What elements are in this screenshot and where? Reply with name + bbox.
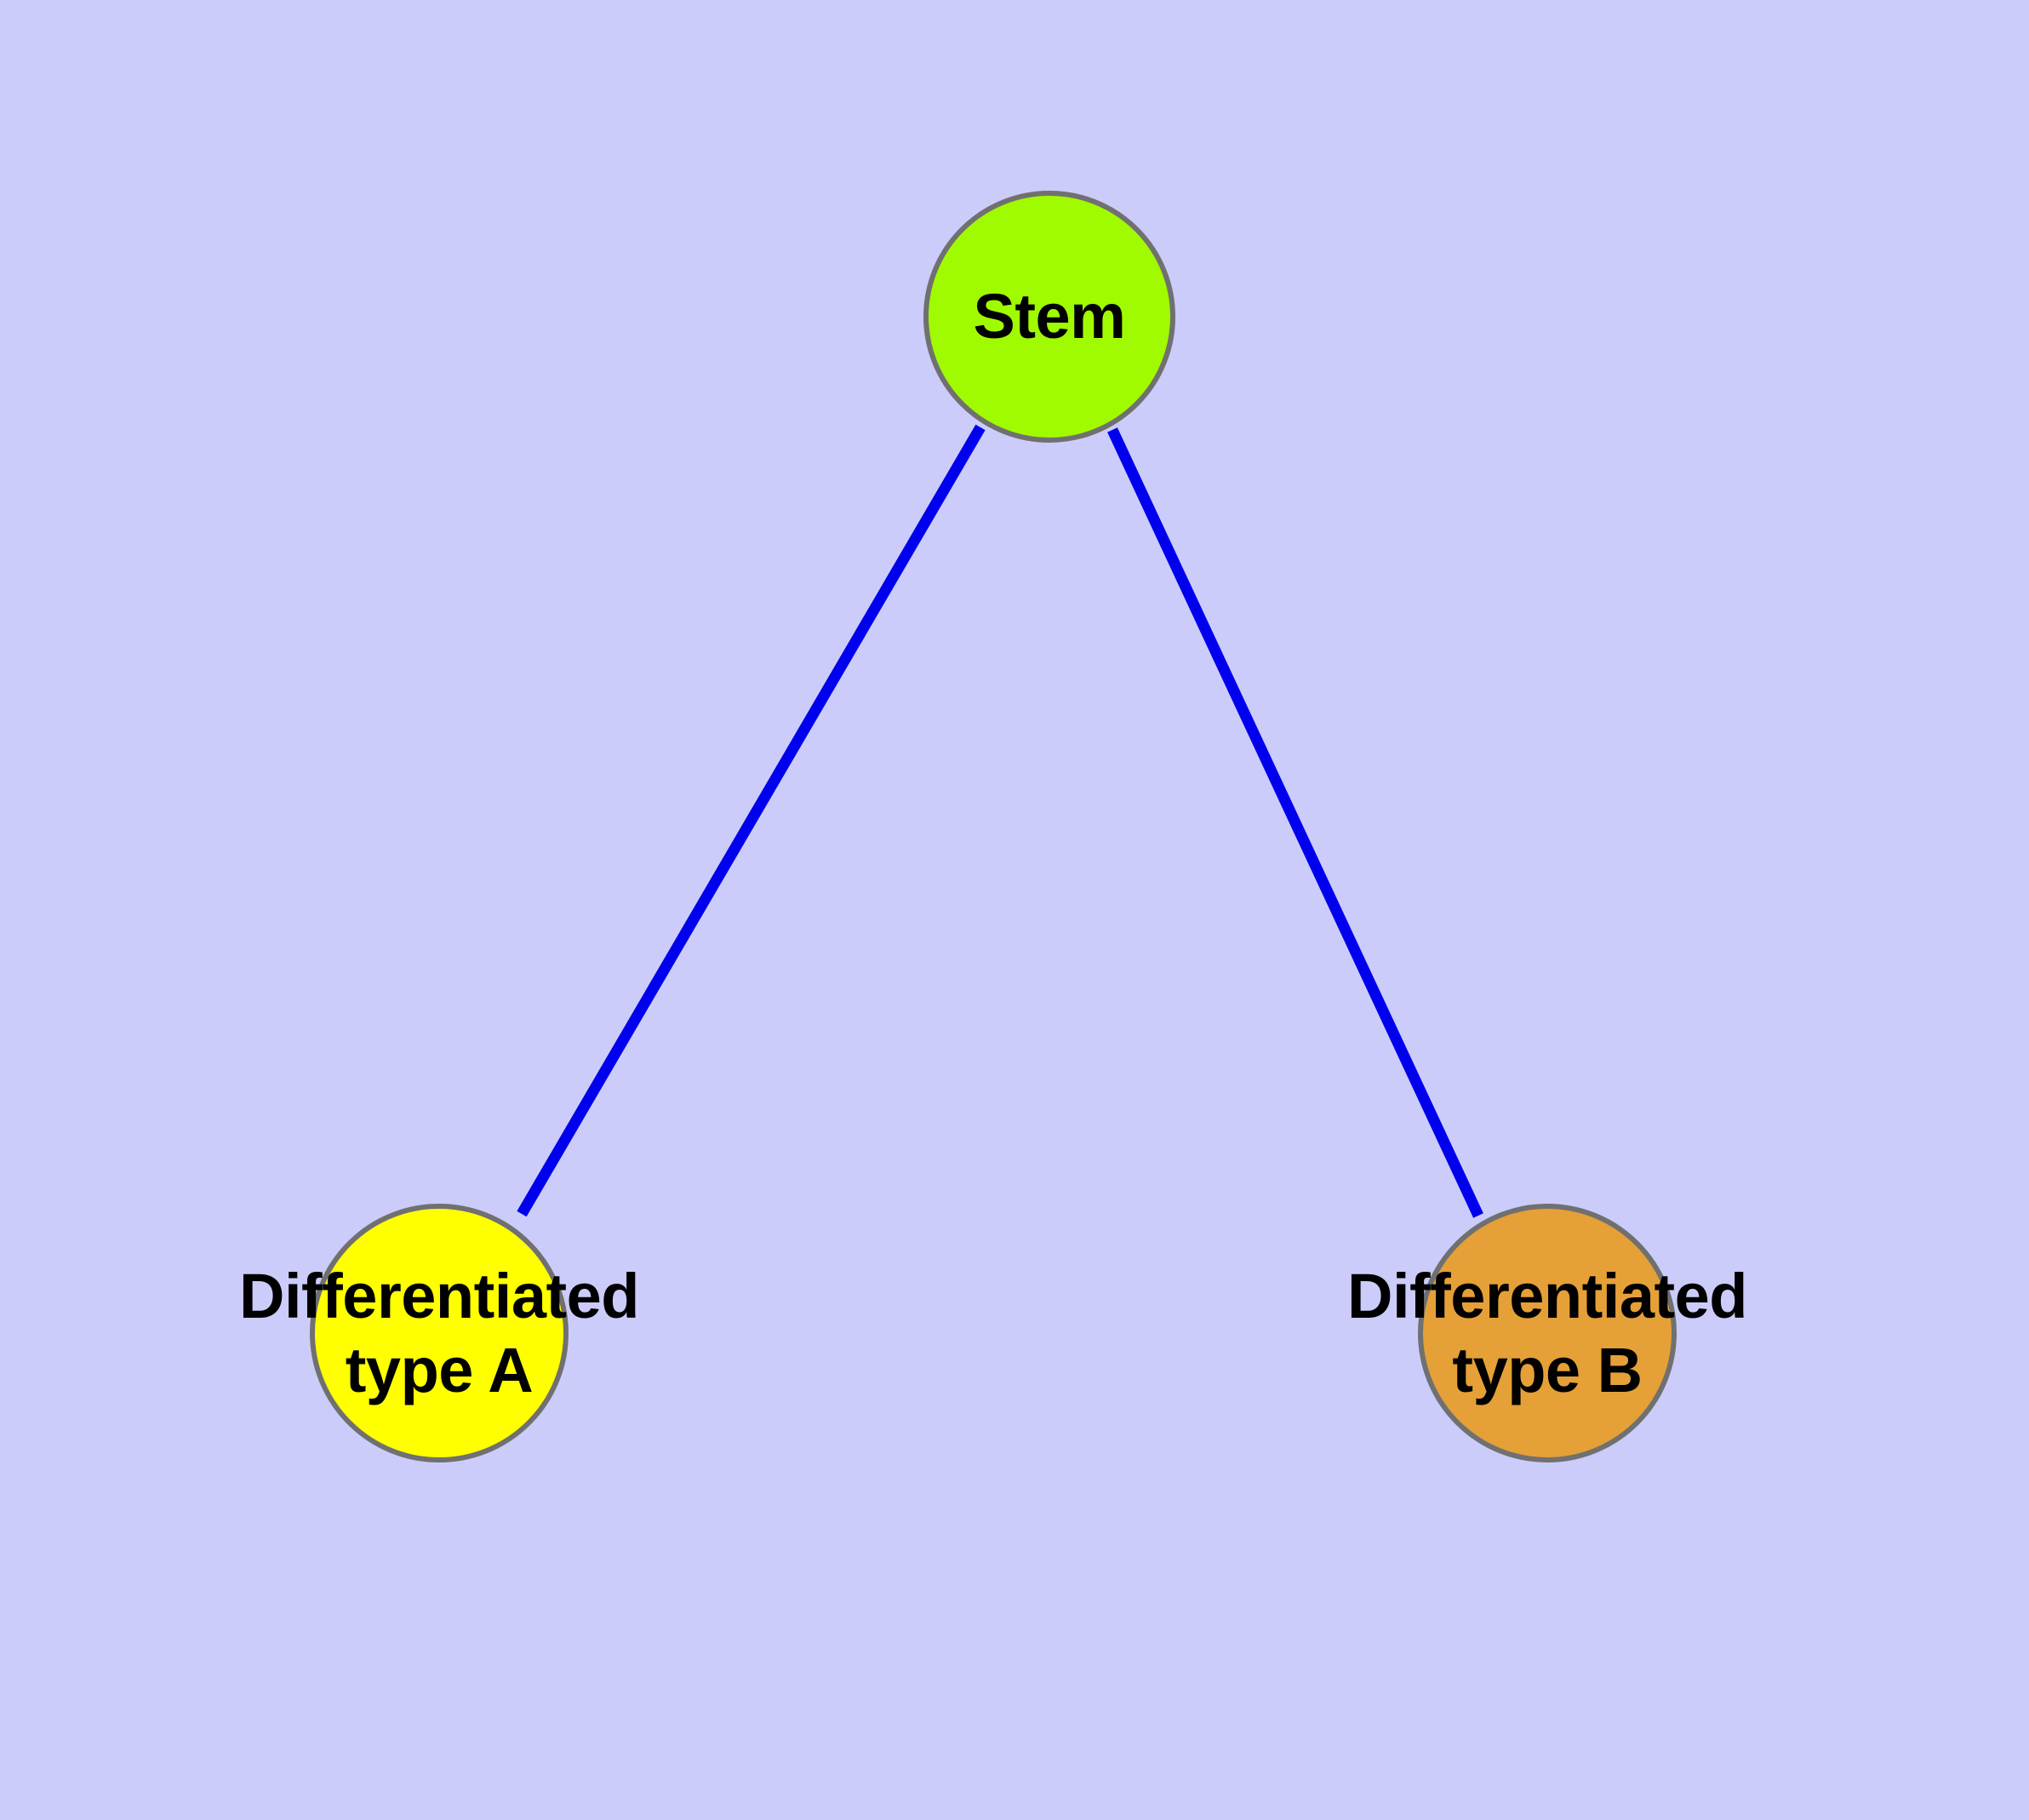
- node-stem[interactable]: [923, 191, 1175, 443]
- node-label-stem: Stem: [973, 281, 1126, 352]
- node-label-differentiated-type-a: Differentiated type A: [239, 1260, 639, 1405]
- edge-stem-to-type-b: [1107, 427, 1483, 1218]
- node-label-differentiated-type-b: Differentiated type B: [1347, 1260, 1747, 1405]
- node-differentiated-type-b[interactable]: [1418, 1204, 1677, 1462]
- edge-stem-to-type-a: [517, 424, 986, 1217]
- node-differentiated-type-a[interactable]: [310, 1204, 569, 1462]
